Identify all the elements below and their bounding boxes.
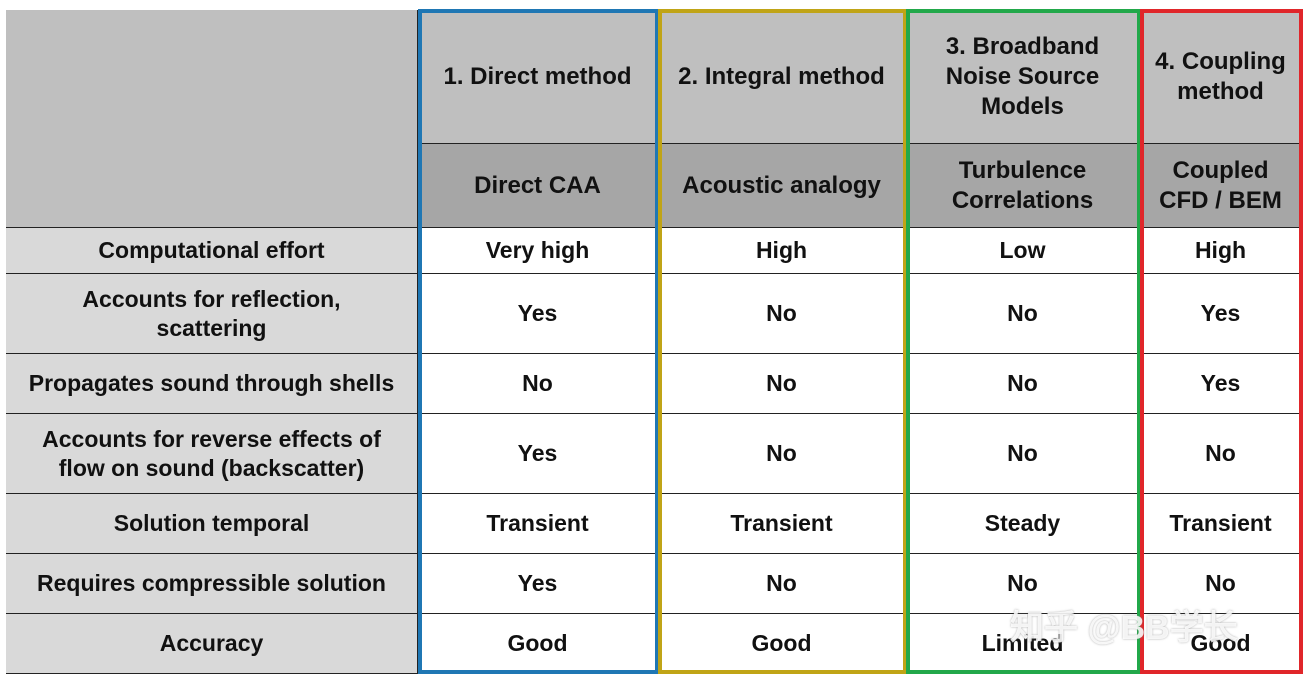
column-header-approach: Acoustic analogy — [658, 144, 906, 228]
table-cell: Transient — [418, 494, 658, 554]
table-cell: No — [658, 354, 906, 414]
table-cell: No — [906, 414, 1140, 494]
column-header-approach: Direct CAA — [418, 144, 658, 228]
table-cell: Yes — [418, 554, 658, 614]
table-cell: No — [658, 414, 906, 494]
table-cell: Transient — [658, 494, 906, 554]
row-label: Computational effort — [6, 228, 418, 274]
table-cell: No — [1140, 554, 1302, 614]
table-cell: Very high — [418, 228, 658, 274]
row-label: Accounts for reflection, scattering — [6, 274, 418, 354]
table-cell: No — [906, 354, 1140, 414]
table-cell: Good — [1140, 614, 1302, 674]
table-cell: No — [658, 554, 906, 614]
table-cell: No — [658, 274, 906, 354]
column-header-method: 4. Coupling method — [1140, 10, 1302, 144]
table-cell: Yes — [1140, 274, 1302, 354]
table-cell: Yes — [1140, 354, 1302, 414]
column-header-method: 1. Direct method — [418, 10, 658, 144]
table-cell: Yes — [418, 274, 658, 354]
column-header-method: 2. Integral method — [658, 10, 906, 144]
table-cell: Good — [418, 614, 658, 674]
table-cell: No — [418, 354, 658, 414]
table-cell: High — [658, 228, 906, 274]
row-label: Accounts for reverse effects of flow on … — [6, 414, 418, 494]
column-header-approach: Turbulence Correlations — [906, 144, 1140, 228]
table-cell: Yes — [418, 414, 658, 494]
row-label: Solution temporal — [6, 494, 418, 554]
column-header-approach: Coupled CFD / BEM — [1140, 144, 1302, 228]
table-cell: Good — [658, 614, 906, 674]
table-cell: Limited — [906, 614, 1140, 674]
column-header-method: 3. Broadband Noise Source Models — [906, 10, 1140, 144]
row-label: Requires compressible solution — [6, 554, 418, 614]
table-corner — [6, 10, 418, 228]
table-cell: High — [1140, 228, 1302, 274]
row-label: Propagates sound through shells — [6, 354, 418, 414]
table-cell: No — [906, 274, 1140, 354]
row-label: Accuracy — [6, 614, 418, 674]
table-cell: Steady — [906, 494, 1140, 554]
table-cell: No — [1140, 414, 1302, 494]
table-cell: Low — [906, 228, 1140, 274]
table-cell: Transient — [1140, 494, 1302, 554]
table-cell: No — [906, 554, 1140, 614]
